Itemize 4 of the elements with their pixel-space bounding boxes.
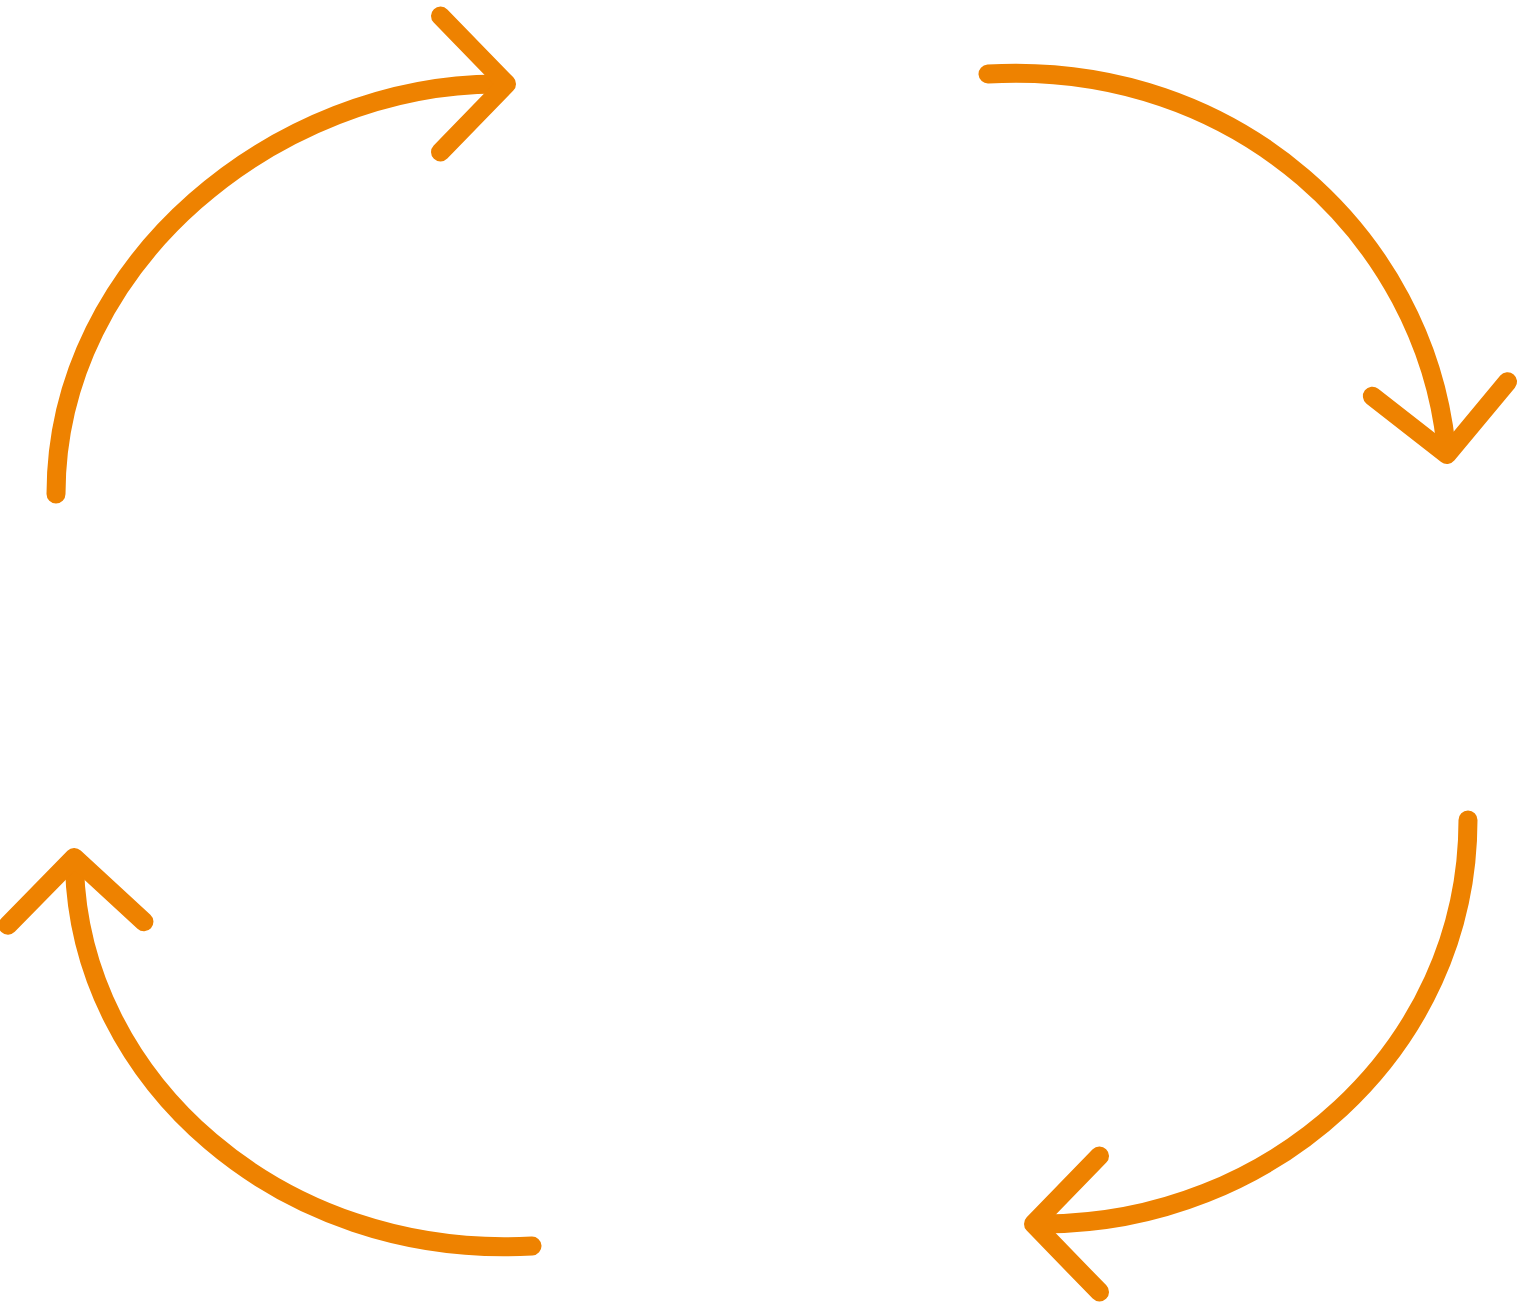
curved-arrow — [0, 848, 542, 1256]
curved-arrow — [978, 64, 1518, 465]
curved-arrow — [1024, 810, 1478, 1302]
curved-arrow — [46, 6, 516, 504]
